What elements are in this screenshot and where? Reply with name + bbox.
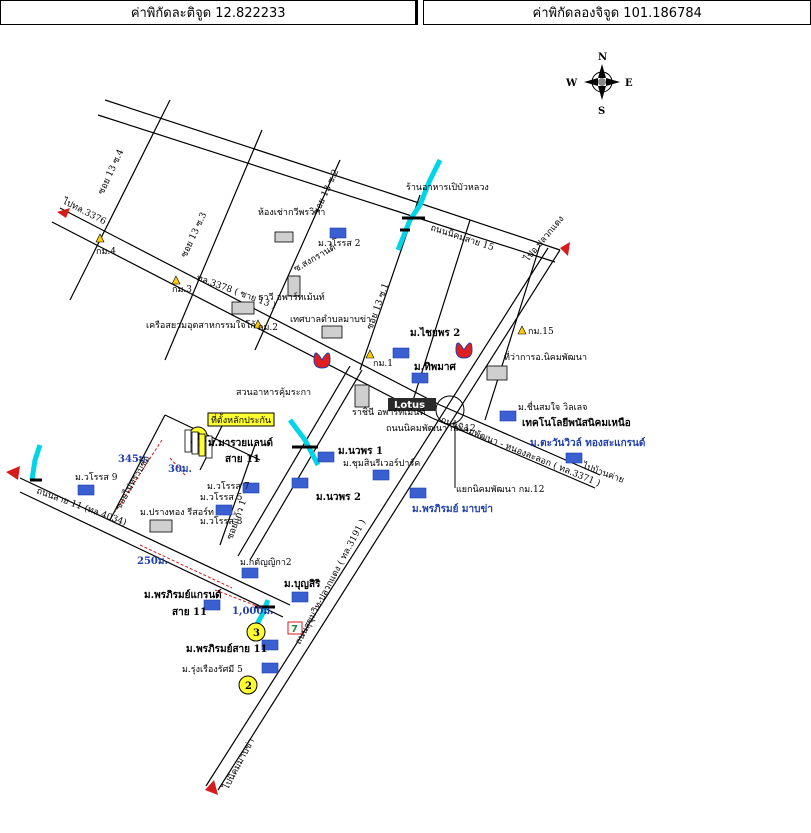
label-dist1000: 1,000ม. xyxy=(232,606,273,617)
road-inner xyxy=(249,369,363,561)
label-to-banchang2: ไปนิคมมาบข่า xyxy=(220,737,257,793)
compass: N S E W xyxy=(565,52,633,117)
label-rasi-apartment: ราชินี อพาร์ทเม้นท์ xyxy=(352,406,425,418)
latitude-cell: ค่าพิกัดละติจูด 12.822233 xyxy=(0,0,419,25)
label-km2: กม.2 xyxy=(258,323,278,333)
label-nikom15: ถนนนิคมสาย 15 xyxy=(429,222,495,253)
label-km12: ถนนนิคมพัฒนา กม.12 xyxy=(386,423,476,434)
label-katunyika2: ม.กตัญญิกา2 xyxy=(240,557,292,568)
soi-13-2 xyxy=(254,159,341,351)
label-warot7: ม.วโรรส 7 xyxy=(207,481,250,492)
site-parcels xyxy=(184,429,213,459)
marker-2: 2 xyxy=(245,681,252,692)
road-network xyxy=(19,99,601,791)
label-warot5: ม.วโรรส 5 xyxy=(200,492,243,503)
edge-arrows xyxy=(6,208,570,795)
label-km1: กม.1 xyxy=(373,359,393,369)
project-site-label: ที่ตั้งหลักประกัน xyxy=(211,413,271,426)
label-chumsin: ม.ชุมสินรีเวอร์ปาร์ค xyxy=(343,457,420,469)
label-garden: สวนอาหารคุ้มระกา xyxy=(236,387,311,398)
label-warehouse: ม.ปรางทอง รีสอร์ท xyxy=(140,506,214,518)
label-prapimpa: ม.พรภิรมย์ มาบข่า xyxy=(412,503,493,515)
label-m-warot2: ม.วโรรส 2 xyxy=(318,238,360,249)
map-labels: ไปทล.3376 ซอย 13 ซ.4 ซอย 13 ซ.3 ซอย 13 ซ… xyxy=(35,148,645,793)
label-junction12: แยกนิคมพัฒนา กม.12 xyxy=(456,484,544,495)
label-apartment-wipa: ห้องเช่ากวีพรวิภา xyxy=(258,207,325,218)
numbered-markers: 1 3 2 xyxy=(188,426,266,695)
label-sai11-b: สาย 11 xyxy=(172,607,207,618)
label-napaporn2: ม.นวพร 2 xyxy=(316,492,361,503)
marker-3: 3 xyxy=(253,628,260,639)
svg-text:7: 7 xyxy=(291,624,298,635)
label-napaporn1: ม.นวพร 1 xyxy=(338,446,383,457)
label-prawin: ม.ตะวันวิวล์ ทองสะแกรนด์ xyxy=(530,437,645,449)
label-dist345: 345ม. xyxy=(118,454,149,465)
label-tambon-office: เทศบาลตำบลมาบข่า xyxy=(290,314,371,325)
label-warot9: ม.วโรรส 9 xyxy=(75,472,118,483)
compass-n: N xyxy=(598,52,607,63)
label-soi-13-4: ซอย 13 ซ.4 xyxy=(97,148,127,197)
label-prapirom-grand: ม.พรภิรมย์แกรนด์ xyxy=(144,589,222,601)
coordinate-bar: ค่าพิกัดละติจูด 12.822233 ค่าพิกัดลองจิจ… xyxy=(0,0,811,27)
buildings xyxy=(149,231,508,533)
road-north-top-2 xyxy=(97,114,388,209)
road-4034 xyxy=(19,477,291,606)
house-icons xyxy=(77,227,583,674)
label-dist30: 30ม. xyxy=(168,464,192,475)
label-km15: กม.15 xyxy=(528,327,554,337)
label-soi-13-3: ซอย 13 ซ.3 xyxy=(180,211,210,260)
label-bunsiri: ม.บุญสิริ xyxy=(284,578,321,590)
label-km4: กม.4 xyxy=(96,247,116,257)
dimension-lines xyxy=(114,439,263,609)
label-apartment-tawi: ธาวี อพาร์ทเม้นท์ xyxy=(258,291,325,303)
svg-text:Lotus: Lotus xyxy=(394,400,425,411)
road-3191 xyxy=(217,249,561,791)
label-km3: กม.3 xyxy=(172,285,192,295)
label-prapirom11: ม.พรภิรมย์สาย 11 xyxy=(186,643,267,655)
label-factory: เครือสยามอุตสาหกรรมใจโก้ xyxy=(146,320,256,331)
soi-unnamed xyxy=(109,414,166,521)
gas-station-icons xyxy=(313,342,473,369)
label-thipmat: ม.ทิพมาศ xyxy=(414,361,456,373)
soi-13-3 xyxy=(164,129,263,361)
lotus-icon xyxy=(388,398,436,411)
label-warot3: ม.วโรรส 3 xyxy=(200,516,243,527)
label-tech-north: เทคโนโลยีพนัสนิคมเหนือ xyxy=(522,416,631,429)
road-north-top xyxy=(104,99,396,196)
label-sai11-a: สาย 11 xyxy=(225,454,260,465)
soi-13-4 xyxy=(69,99,171,301)
compass-w: W xyxy=(565,78,578,89)
compass-e: E xyxy=(625,78,633,89)
project-site-callout xyxy=(207,412,275,427)
label-chaiyaporn2: ม.ไชยพร 2 xyxy=(410,326,460,339)
seven-eleven-icon xyxy=(287,621,303,635)
label-rungrueng5: ม.รุ่งเรืองรัศมี 5 xyxy=(182,664,243,675)
marker-1: 1 xyxy=(195,432,202,443)
label-marwan: ม.มารวยแลนด์ xyxy=(208,437,273,449)
road-3371 xyxy=(439,404,601,476)
label-nikom-office: ที่ว่าการอ.นิคมพัฒนา xyxy=(504,350,587,363)
label-chuenjai: ม.ชื่นสมใจ วิลเลจ xyxy=(518,400,587,413)
label-dist250: 250ม. xyxy=(137,556,168,567)
label-restaurant: ร้านอาหารเปิบัวหลวง xyxy=(406,182,489,193)
compass-s: S xyxy=(598,106,605,117)
km-markers xyxy=(95,233,527,359)
